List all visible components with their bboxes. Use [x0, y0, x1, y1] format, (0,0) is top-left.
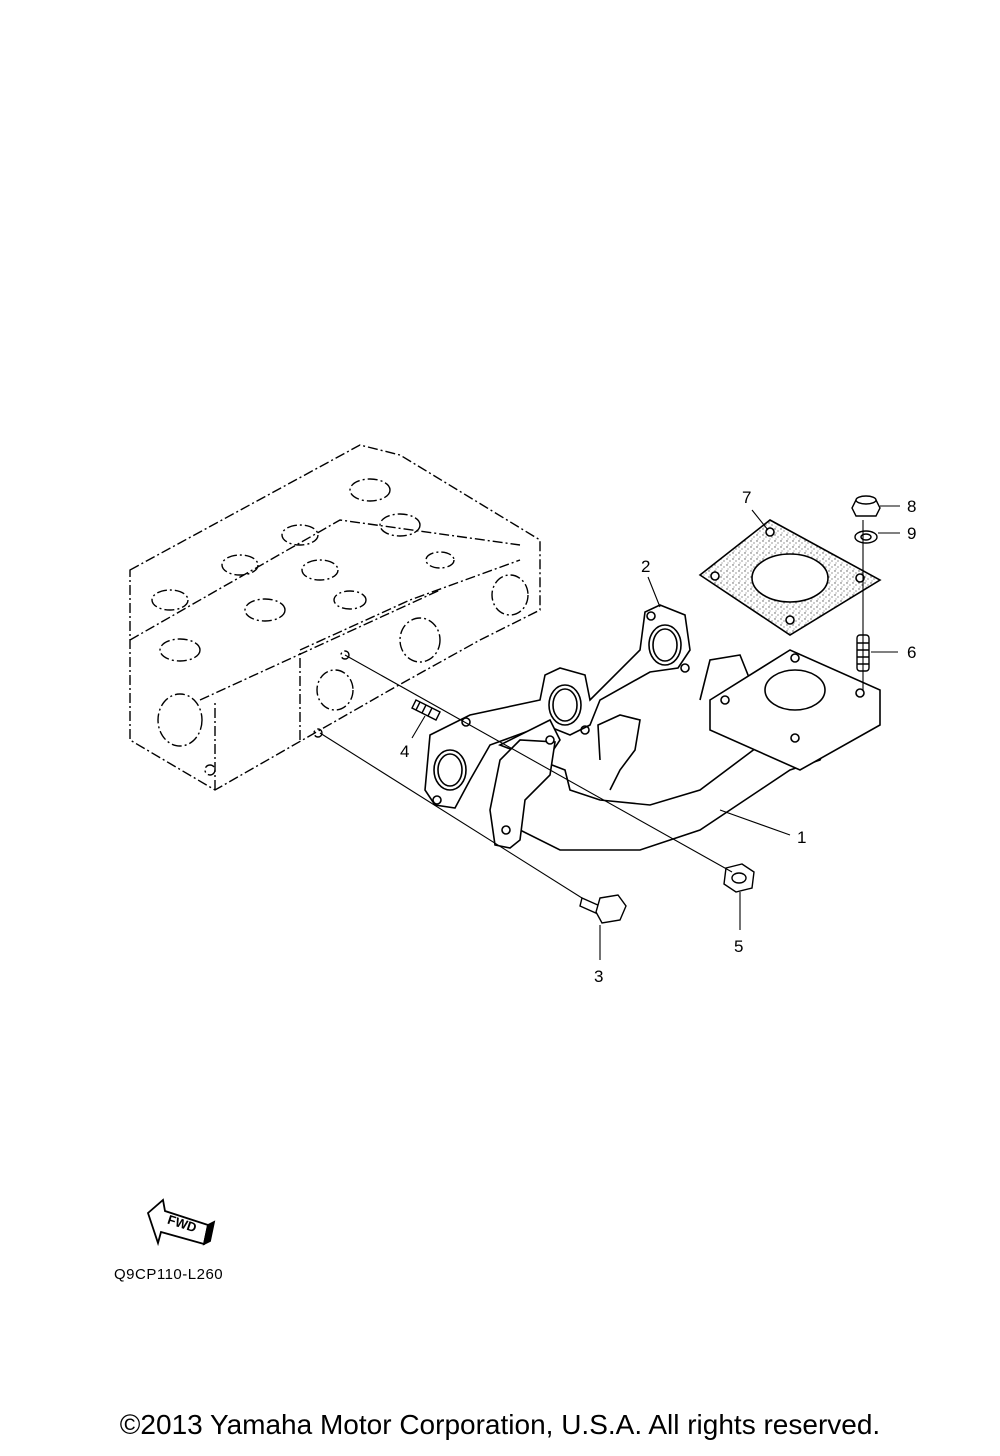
callout-1: 1	[797, 828, 806, 847]
callout-6: 6	[907, 643, 916, 662]
manifold-gasket	[424, 604, 691, 809]
callout-3: 3	[594, 967, 603, 986]
exhaust-manifold	[489, 649, 881, 851]
callout-8: 8	[907, 497, 916, 516]
washer-9	[854, 530, 878, 544]
callout-labels: 1 2 3 4 5 6 7 8 9	[400, 488, 916, 986]
cylinder-head	[129, 444, 541, 791]
assembly-lines	[319, 520, 864, 899]
callout-7: 7	[742, 488, 751, 507]
nut-5	[723, 863, 755, 893]
leader-lines	[411, 505, 900, 960]
stud-4	[411, 699, 441, 721]
callout-9: 9	[907, 524, 916, 543]
callout-5: 5	[734, 937, 743, 956]
copyright-notice: ©2013 Yamaha Motor Corporation, U.S.A. A…	[119, 1409, 881, 1440]
bolt-3	[579, 894, 627, 924]
callout-4: 4	[400, 742, 409, 761]
callout-2: 2	[641, 557, 650, 576]
outlet-gasket	[698, 519, 882, 636]
diagram-code: Q9CP110-L260	[114, 1266, 224, 1283]
fwd-arrow-icon: FWD	[146, 1198, 216, 1247]
nut-8	[851, 495, 881, 517]
